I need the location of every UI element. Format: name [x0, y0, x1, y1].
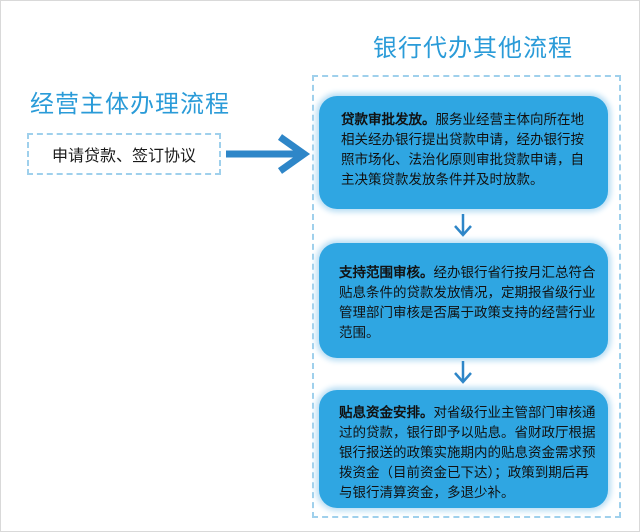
step-heading: 支持范围审核。 — [339, 265, 434, 281]
apply-loan-box: 申请贷款、签订协议 — [27, 133, 221, 175]
right-arrow-icon — [226, 134, 311, 174]
apply-loan-label: 申请贷款、签订协议 — [51, 146, 196, 165]
step-card-scope-review: 支持范围审核。经办银行省行按月汇总符合贴息条件的贷款发放情况，定期报省级行业管理… — [319, 243, 608, 358]
left-section-title: 经营主体办理流程 — [30, 90, 230, 118]
right-panel — [312, 75, 621, 518]
step-text: 经办银行省行按月汇总符合贴息条件的贷款发放情况，定期报省级行业管理部门审核是否属… — [339, 265, 596, 341]
down-arrow-icon — [454, 214, 472, 237]
step-card-loan-approval: 贷款审批发放。服务业经营主体向所在地相关经办银行提出贷款申请，经办银行按照市场化… — [319, 96, 608, 209]
step-text: 对省级行业主管部门审核通过的贷款，银行即予以贴息。省财政厅根据银行报送的政策实施… — [339, 405, 596, 501]
down-arrow-icon — [454, 361, 472, 384]
right-section-title: 银行代办其他流程 — [373, 34, 573, 62]
step-text: 服务业经营主体向所在地相关经办银行提出贷款申请，经办银行按照市场化、法治化原则审… — [341, 112, 584, 188]
step-heading: 贷款审批发放。 — [341, 112, 436, 128]
step-card-subsidy-funding: 贴息资金安排。对省级行业主管部门审核通过的贷款，银行即予以贴息。省财政厅根据银行… — [319, 390, 608, 508]
step-heading: 贴息资金安排。 — [339, 405, 434, 421]
